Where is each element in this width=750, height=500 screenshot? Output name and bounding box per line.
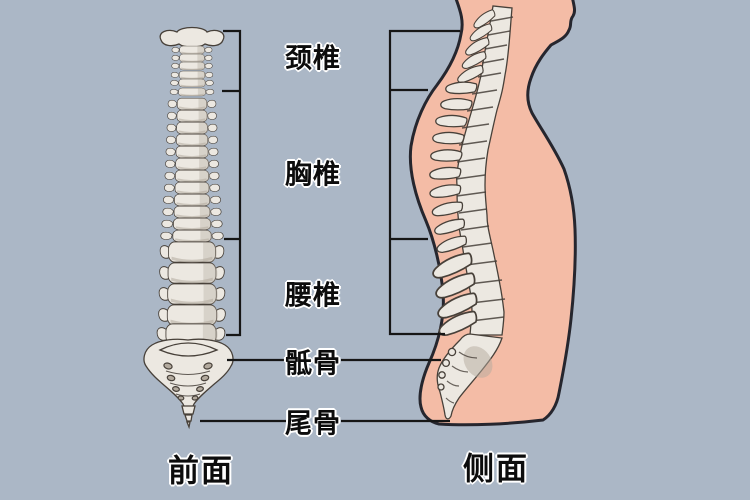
sacrum-bone [143,338,234,417]
label-coccyx: 尾骨 [285,408,341,439]
label-thoracic: 胸椎 [285,159,341,190]
cervical-vertebrae [169,45,215,97]
coccyx-bone [181,405,196,430]
side-spine-discs [455,16,514,322]
thoracic-vertebrae [160,97,224,243]
front-view-spine-illustration [143,26,234,430]
side-sacrum-coccyx [436,333,503,420]
label-sacrum: 骶骨 [285,348,341,379]
side-view-illustration [408,0,577,427]
caption-side-view: 侧面 [463,451,529,487]
atlas-vertebra [159,26,225,48]
label-cervical: 颈椎 [285,43,341,74]
side-view-bracket [388,29,460,336]
front-view-bracket [222,29,242,337]
caption-front-view: 前面 [168,453,234,489]
lumbar-vertebrae [156,241,226,346]
label-lumbar: 腰椎 [285,280,341,311]
